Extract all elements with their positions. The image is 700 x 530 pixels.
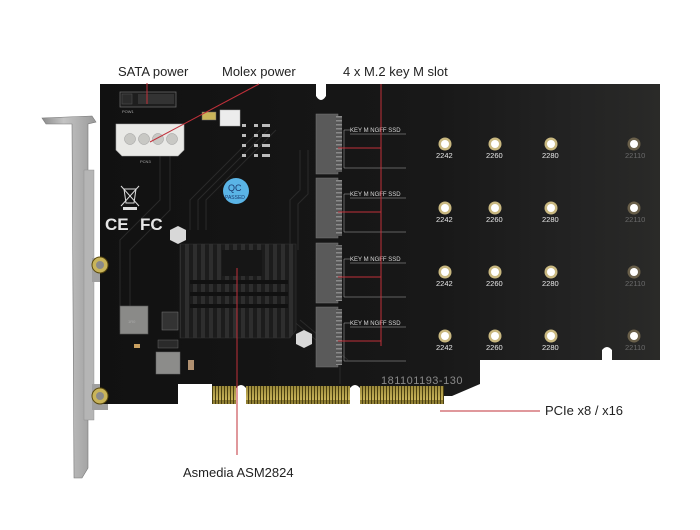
mount-hole-label: 22110 [625, 215, 645, 224]
led-indicators [242, 124, 270, 157]
mount-hole-label: 2260 [486, 279, 503, 288]
m2-slot: KEY M NGFF SSD [315, 306, 406, 368]
mount-hole: 2280 [542, 137, 559, 160]
pci-bracket [41, 115, 108, 479]
mount-hole-label: 2242 [436, 279, 453, 288]
mount-hole: 2260 [486, 265, 503, 288]
mount-hole: 2280 [542, 265, 559, 288]
slot-label: KEY M NGFF SSD [350, 192, 401, 198]
m2-slots: KEY M NGFF SSD KEY M NGFF SSD KEY M NGFF… [315, 113, 406, 368]
mount-hole-label: 2280 [542, 151, 559, 160]
mount-hole: 2242 [436, 329, 453, 352]
qc-passed-sticker: QC PASSED [223, 178, 249, 204]
mount-hole: 22110 [625, 201, 645, 224]
mount-hole: 2242 [436, 201, 453, 224]
pcie-label: PCIe x8 / x16 [545, 403, 624, 418]
mount-hole-label: 2260 [486, 151, 503, 160]
m2-slot-label: 4 x M.2 key M slot [343, 64, 448, 79]
mount-hole: 2242 [436, 137, 453, 160]
power-components: 1R0 [119, 305, 194, 375]
slot-label: KEY M NGFF SSD [350, 321, 401, 327]
mount-hole-label: 2280 [542, 215, 559, 224]
slot-label: KEY M NGFF SSD [350, 128, 401, 134]
bracket-screw [91, 256, 109, 274]
asm2824-heatsink [179, 243, 297, 339]
svg-text:QC: QC [228, 183, 242, 193]
mount-hole-label: 2242 [436, 151, 453, 160]
jumper-header [201, 111, 217, 121]
pcie-gold-fingers [246, 386, 350, 404]
mount-hole-label: 2260 [486, 343, 503, 352]
m2-slot: KEY M NGFF SSD [315, 177, 406, 239]
sata-power-connector: POW1 [119, 91, 177, 114]
serial-number: 181101193-130 [381, 375, 463, 387]
mount-holes: 2242 2260 2280 22110 2242 2260 2280 22110 2242 22… [436, 137, 645, 352]
mount-hole: 2280 [542, 329, 559, 352]
mount-hole-label: 2260 [486, 215, 503, 224]
molex-connector-label: PCN3 [140, 159, 151, 164]
mount-hole-label: 2242 [436, 343, 453, 352]
mount-hole-label: 2242 [436, 215, 453, 224]
mount-hole: 2242 [436, 265, 453, 288]
standoff [296, 330, 312, 348]
m2-slot: KEY M NGFF SSD [315, 242, 406, 304]
inductor-marking: 1R0 [128, 319, 136, 324]
fan-connector [219, 109, 241, 127]
mount-hole: 22110 [625, 265, 645, 288]
controller-label: Asmedia ASM2824 [183, 465, 294, 480]
mount-hole: 2280 [542, 201, 559, 224]
mount-hole-label: 22110 [625, 343, 645, 352]
mount-hole: 2260 [486, 329, 503, 352]
fcc-mark: FC [140, 215, 163, 234]
mount-hole-label: 2280 [542, 279, 559, 288]
svg-text:PASSED: PASSED [225, 195, 245, 201]
mount-hole-label: 22110 [625, 151, 645, 160]
mount-hole-label: 2280 [542, 343, 559, 352]
slot-label: KEY M NGFF SSD [350, 257, 401, 263]
callout-line-molex [149, 83, 260, 143]
weee-recycle-icon [120, 185, 140, 210]
sata-connector-label: POW1 [122, 109, 135, 114]
mount-hole-label: 22110 [625, 279, 645, 288]
callout-lines [146, 83, 540, 455]
bracket-screw [91, 387, 109, 405]
sata-power-label: SATA power [118, 64, 189, 79]
mount-hole: 2260 [486, 201, 503, 224]
pcie-gold-fingers [360, 386, 444, 404]
pcie-gold-fingers [212, 386, 236, 404]
ce-mark: CE [105, 215, 129, 234]
mount-hole: 2260 [486, 137, 503, 160]
mount-hole: 22110 [625, 137, 645, 160]
molex-power-label: Molex power [222, 64, 296, 79]
mount-hole: 22110 [625, 329, 645, 352]
m2-slot: KEY M NGFF SSD [315, 113, 406, 175]
standoff [170, 226, 186, 244]
